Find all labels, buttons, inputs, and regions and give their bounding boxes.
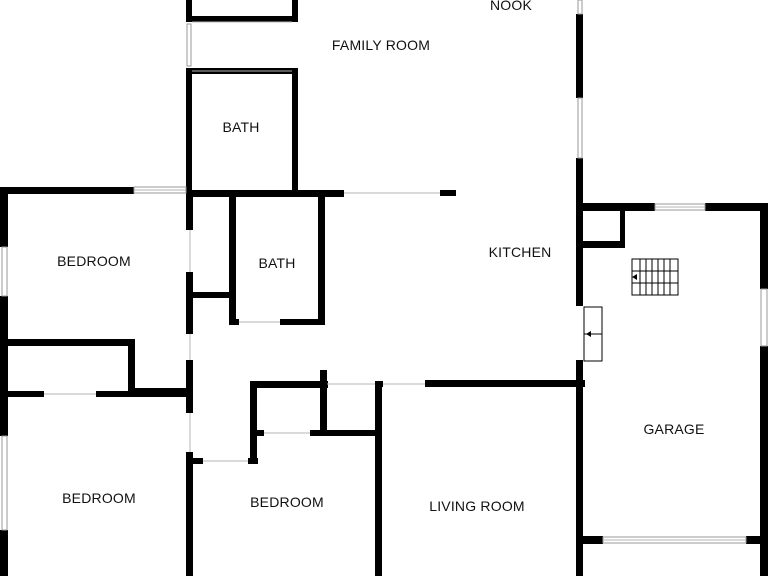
room-label-bath-2: BATH [258, 255, 296, 271]
room-label-bedroom-1: BEDROOM [57, 253, 131, 269]
room-label-bath-1: BATH [222, 119, 260, 135]
arrow-left-icon [583, 306, 603, 362]
room-label-family-room: FAMILY ROOM [331, 37, 431, 53]
room-label-nook: NOOK [489, 0, 533, 13]
stairs-icon [631, 258, 679, 296]
room-label-living-room: LIVING ROOM [429, 498, 525, 514]
room-label-garage: GARAGE [643, 421, 705, 437]
room-label-kitchen: KITCHEN [488, 244, 552, 260]
room-label-bedroom-3: BEDROOM [250, 494, 324, 510]
room-label-bedroom-2: BEDROOM [62, 490, 136, 506]
windows [1, 0, 768, 544]
